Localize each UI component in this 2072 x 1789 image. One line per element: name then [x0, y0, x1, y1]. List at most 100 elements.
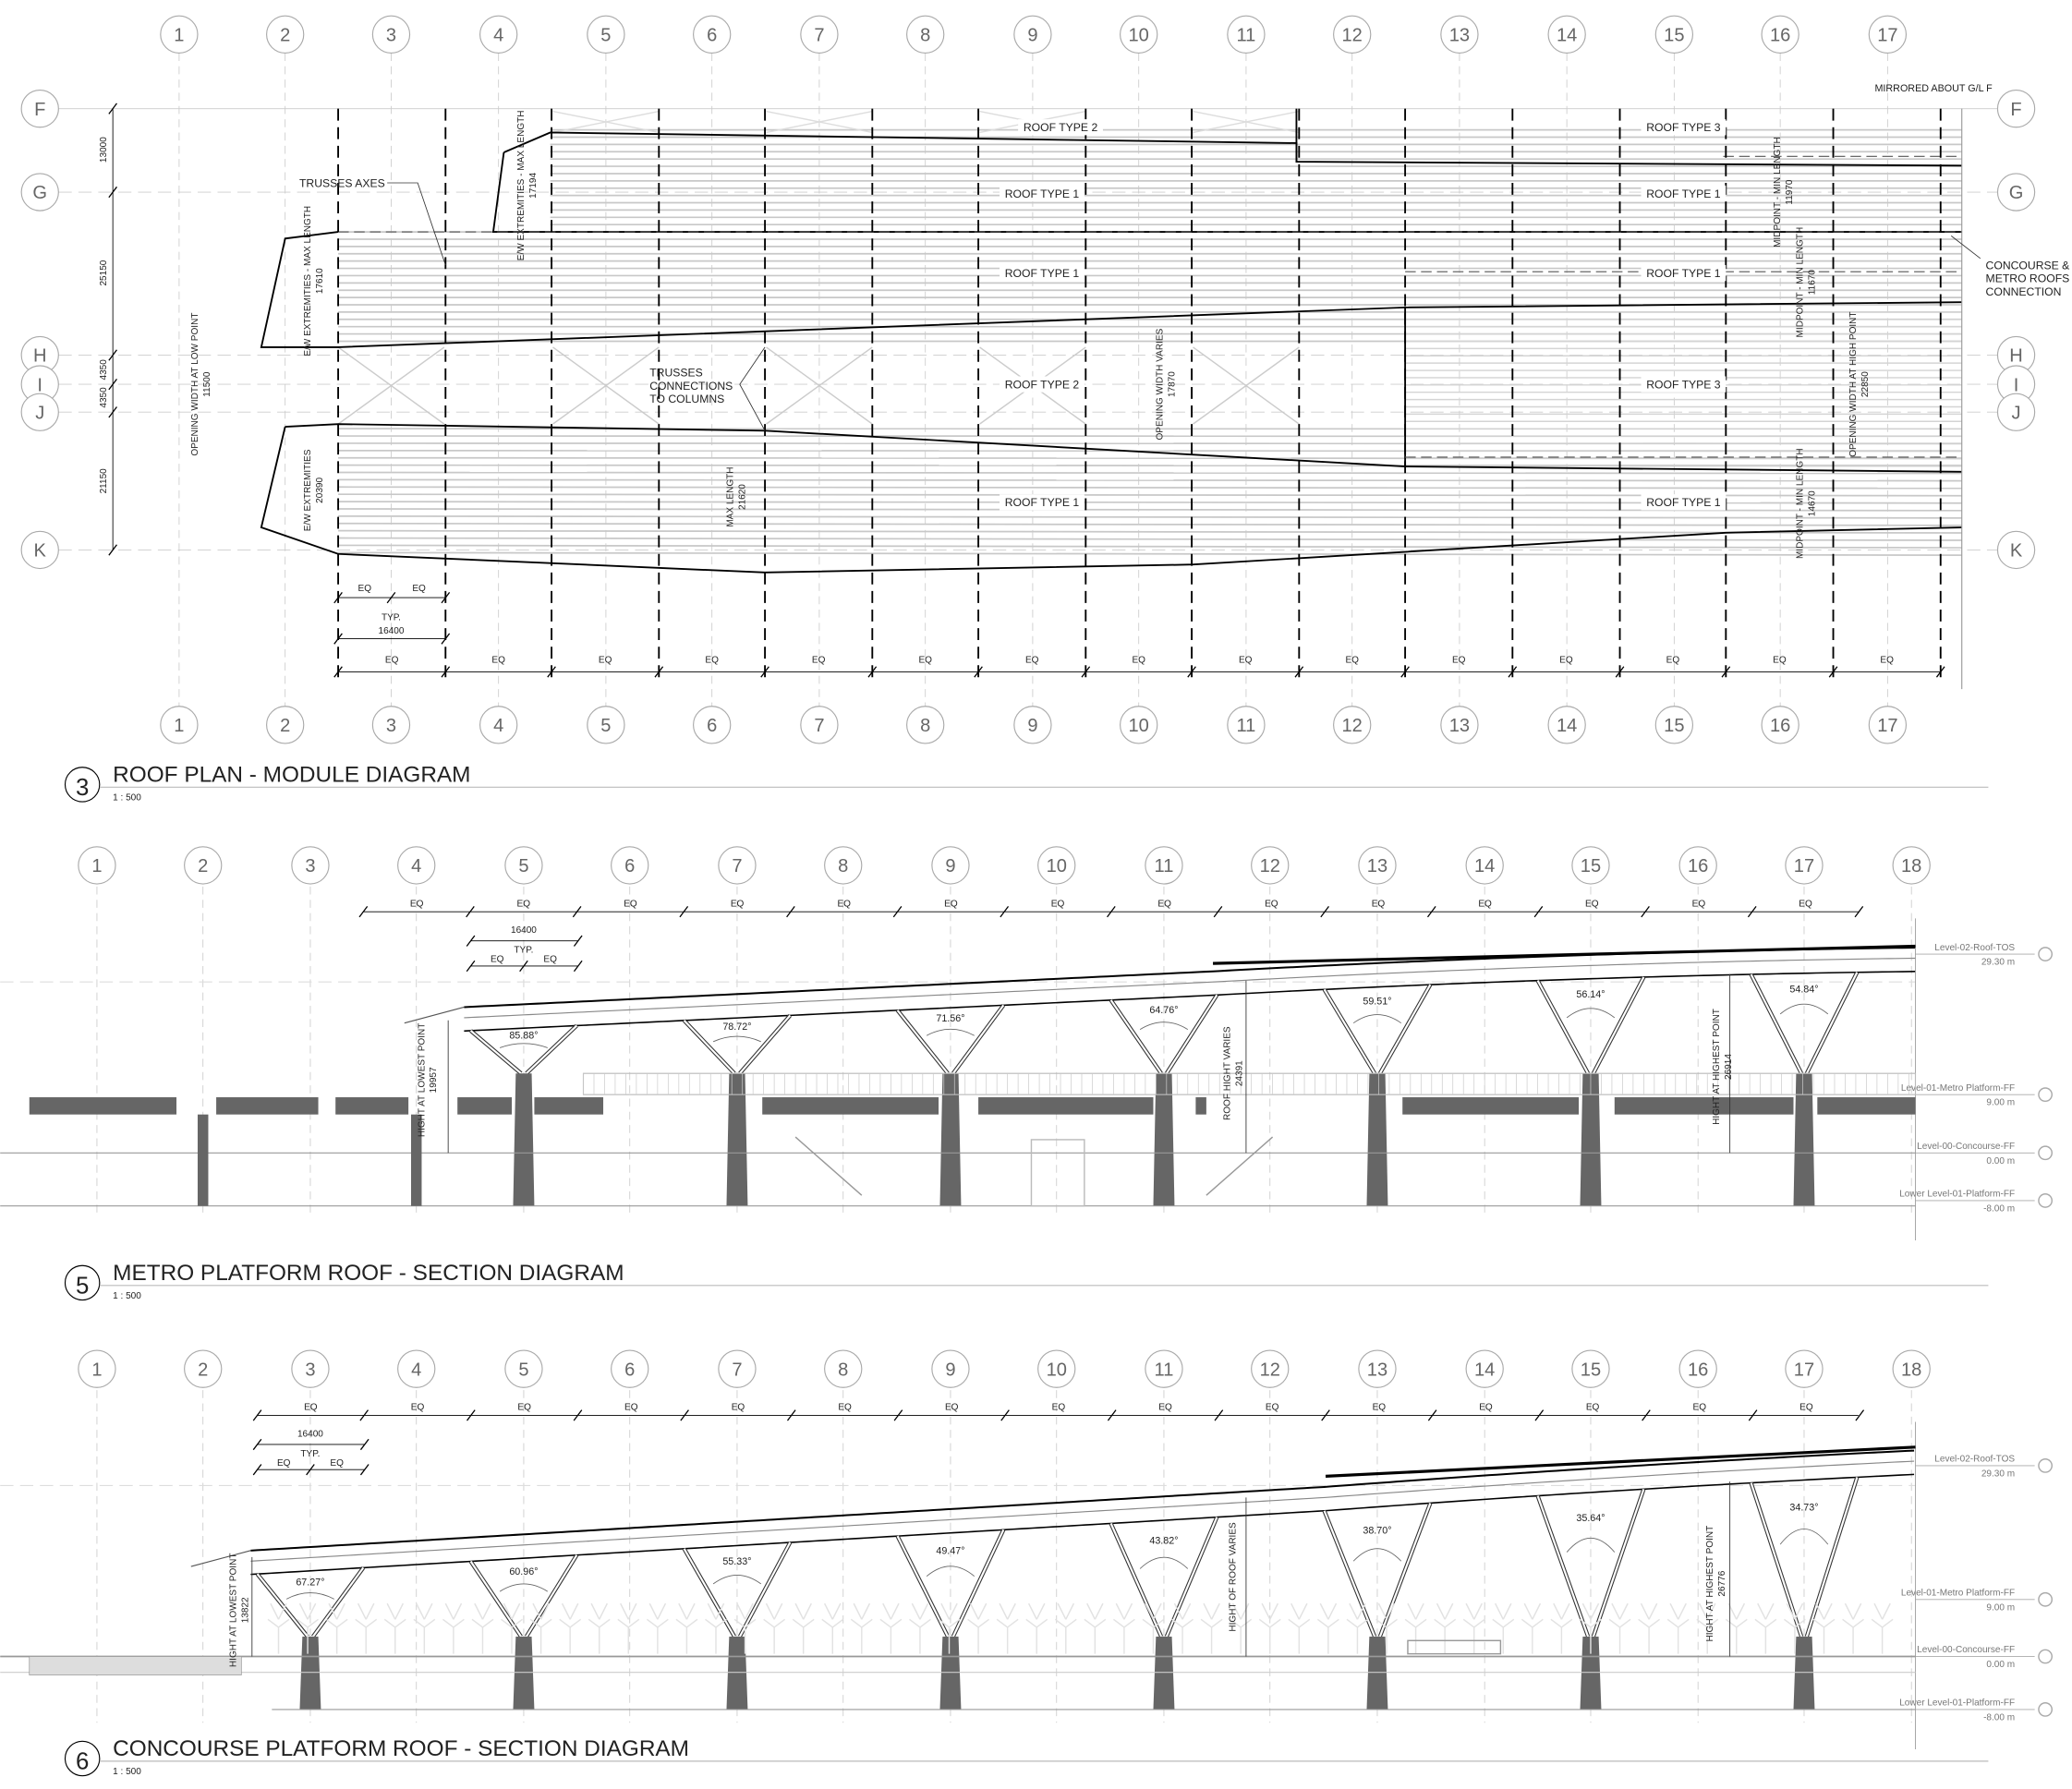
- eq-dimension: EQ: [1373, 1403, 1387, 1413]
- grid-col-5-bottom-bubble: [587, 706, 625, 744]
- height-dimension-value: 19957: [429, 1067, 439, 1093]
- grid-row-F-bubble: [20, 89, 59, 128]
- tree-arm-core: [469, 1030, 522, 1075]
- typical-label: TYP.: [382, 612, 401, 623]
- tree-column-trunk: [1793, 1073, 1815, 1206]
- palm-tree-icon: [1638, 1602, 1661, 1654]
- tree-column-trunk: [939, 1073, 962, 1206]
- grid-row-J-right: J: [2012, 403, 2021, 423]
- grid-col-12-bubble: [1251, 846, 1290, 885]
- dimension-tick: [1747, 906, 1757, 918]
- grid-col-5-bubble: [504, 1349, 543, 1388]
- tree-angle-label: 49.47°: [936, 1546, 964, 1557]
- grid-row-H: H: [33, 346, 47, 367]
- palm-tree-icon: [383, 1602, 406, 1654]
- grid-col-1-bottom: 1: [174, 716, 184, 736]
- grid-col-13-bottom-bubble: [1440, 706, 1479, 744]
- dimension-tick: [1400, 666, 1410, 678]
- grid-col-15: 15: [1664, 25, 1684, 45]
- tree-arm-core: [738, 1541, 792, 1638]
- grid-col-2: 2: [198, 856, 208, 876]
- eq-dimension: EQ: [330, 1458, 344, 1469]
- grid-col-9-bottom-bubble: [1013, 706, 1052, 744]
- grid-col-9-bubble: [931, 1349, 970, 1388]
- eq-dimension: EQ: [944, 899, 958, 909]
- palm-tree-icon: [996, 1602, 1019, 1654]
- grid-col-17-bottom-bubble: [1868, 706, 1908, 744]
- grid-col-15-bubble: [1654, 15, 1694, 54]
- palm-tree-icon: [1434, 1602, 1457, 1654]
- grid-col-11: 11: [1155, 856, 1174, 876]
- palm-tree-icon: [1200, 1602, 1223, 1654]
- palm-tree-icon: [1492, 1602, 1515, 1654]
- grid-col-18-bubble: [1892, 846, 1931, 885]
- height-dimension-value: 24391: [1235, 1060, 1245, 1086]
- dimension-tick: [1321, 1409, 1330, 1421]
- grid-col-5: 5: [600, 25, 611, 45]
- height-dimension-value: 13822: [241, 1597, 251, 1623]
- palm-tree-icon: [1784, 1602, 1806, 1654]
- grid-col-2-bubble: [184, 846, 223, 885]
- grid-col-13: 13: [1449, 25, 1470, 45]
- tree-arm-core: [1750, 973, 1803, 1074]
- tree-arm-core: [1323, 1510, 1376, 1638]
- tree-column-trunk: [1366, 1636, 1388, 1710]
- roof-panel-line: [338, 551, 1962, 556]
- palm-tree-icon: [792, 1602, 815, 1654]
- grid-row-K-right-bubble: [1996, 530, 2036, 570]
- grid-col-12-bottom-bubble: [1333, 706, 1372, 744]
- label-bg: [1000, 494, 1084, 511]
- stair: [1206, 1136, 1274, 1196]
- vertical-dimension-value: 11500: [202, 371, 212, 397]
- dimension-tick: [1642, 1409, 1651, 1421]
- level-marker-icon: [2038, 1193, 2054, 1208]
- palm-tree-icon: [442, 1602, 465, 1654]
- vertical-dimension-label: OPENING WIDTH AT LOW POINT: [190, 313, 200, 456]
- eq-dimension: EQ: [945, 1403, 959, 1413]
- palm-tree-icon: [529, 1602, 552, 1654]
- dimension-tick: [1187, 666, 1196, 678]
- dimension-tick: [893, 1409, 903, 1421]
- tree-column-trunk: [1580, 1073, 1602, 1206]
- roof-panel-line: [338, 514, 1962, 519]
- view-scale: 1 : 500: [113, 1767, 141, 1777]
- grid-row-J-bubble: [20, 393, 59, 431]
- grid-col-13-bubble: [1440, 15, 1479, 54]
- grid-col-3-bottom: 3: [386, 716, 396, 736]
- palm-tree-icon: [297, 1602, 319, 1654]
- tree-arm-core: [896, 1009, 949, 1074]
- dimension-tick: [892, 906, 903, 918]
- grid-col-18: 18: [1901, 856, 1921, 876]
- level-marker-icon: [2038, 1649, 2054, 1664]
- angle-arc: [1352, 1548, 1402, 1562]
- vertical-dimension-label: MIDPOINT - MIN LENGTH: [1773, 137, 1783, 248]
- grid-col-6: 6: [624, 1360, 635, 1380]
- dimension-tick: [108, 349, 117, 361]
- grid-col-13-bubble: [1358, 846, 1397, 885]
- grid-col-2: 2: [280, 25, 290, 45]
- dimension-tick: [1855, 1409, 1865, 1421]
- grid-col-4: 4: [411, 1360, 421, 1380]
- palm-tree-icon: [588, 1602, 611, 1654]
- tree-column-trunk: [1153, 1636, 1175, 1710]
- palm-tree-icon: [1375, 1602, 1398, 1654]
- view-number-bubble: [64, 767, 101, 803]
- palm-tree-icon: [1316, 1602, 1339, 1654]
- eq-dimension: EQ: [1586, 1403, 1600, 1413]
- eq-dimension: EQ: [705, 655, 719, 665]
- palm-tree-icon: [1084, 1602, 1107, 1654]
- eq-dimension: EQ: [1799, 899, 1812, 909]
- level-marker-icon: [2038, 1591, 2054, 1607]
- grid-col-11: 11: [1236, 25, 1255, 45]
- tree-angle-label: 54.84°: [1789, 984, 1818, 995]
- level-elevation: 29.30 m: [1981, 1469, 2015, 1479]
- grid-col-2-bottom: 2: [280, 716, 290, 736]
- view-number: 5: [76, 1273, 89, 1299]
- grid-col-3-bubble: [291, 846, 330, 885]
- grid-col-3-bottom-bubble: [371, 706, 411, 744]
- grid-col-17: 17: [1794, 856, 1814, 876]
- dimension-tick: [252, 1464, 262, 1476]
- grid-col-12-bottom: 12: [1342, 716, 1363, 736]
- grid-row-H-right: H: [2009, 346, 2023, 367]
- dimension-tick: [252, 1409, 262, 1421]
